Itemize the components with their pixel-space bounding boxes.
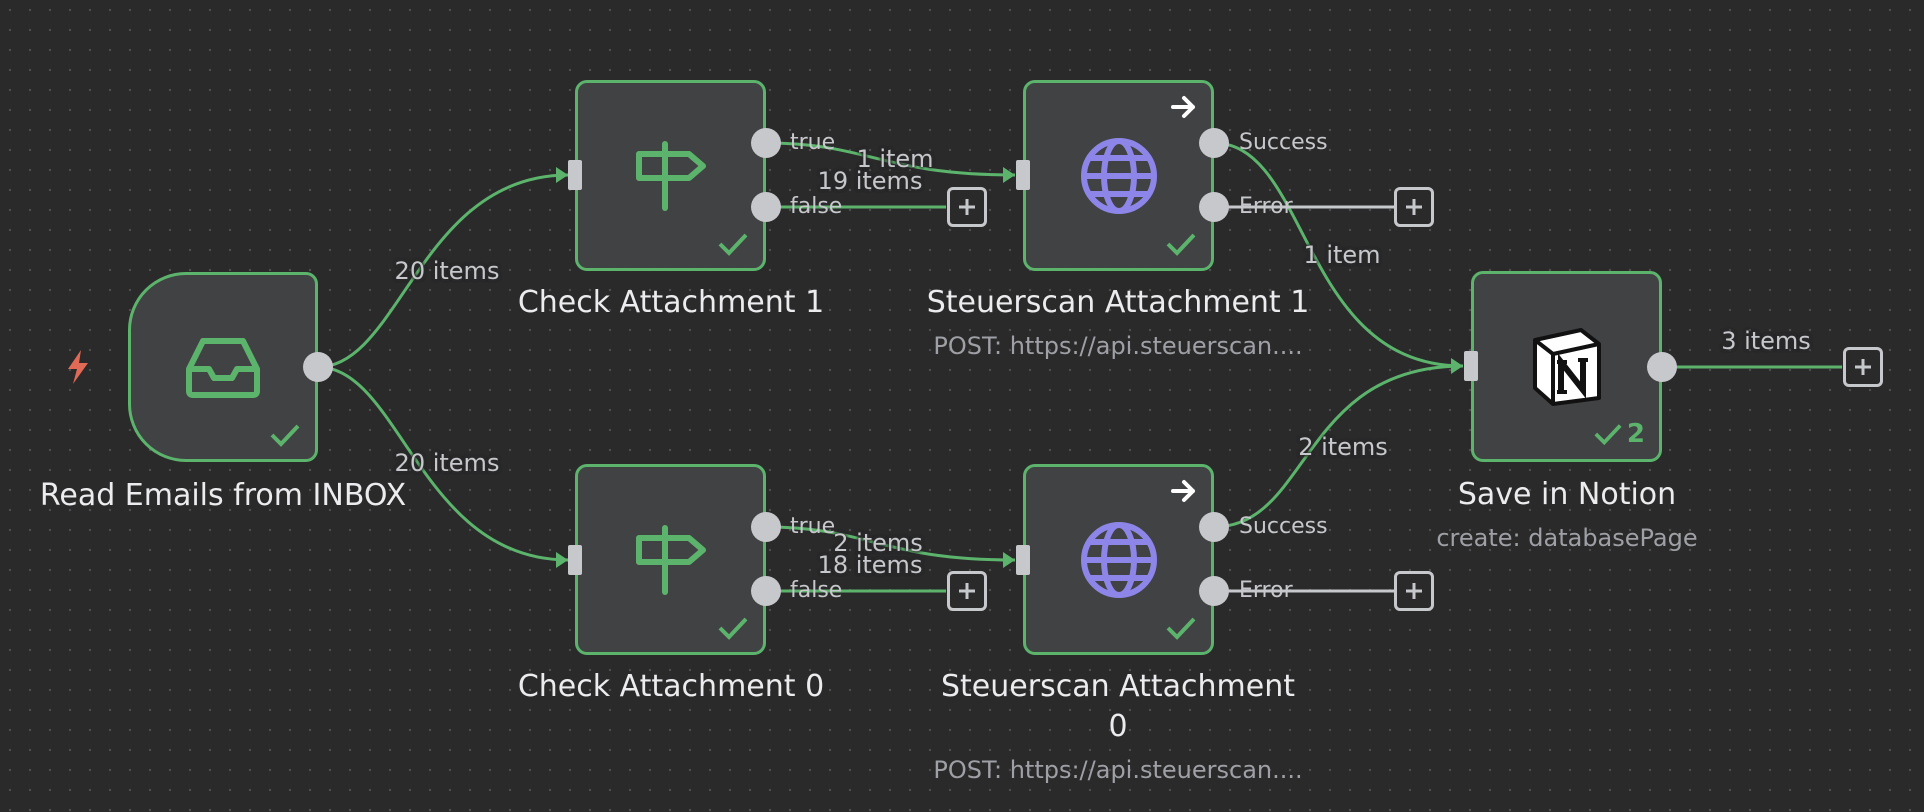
- edge-label: 20 items: [394, 449, 500, 477]
- edge-label: 2 items: [1298, 433, 1388, 461]
- input-handle[interactable]: [1464, 351, 1478, 381]
- plus-icon: [1855, 359, 1871, 375]
- arrow-right-icon: [1171, 96, 1195, 118]
- output-handle-true[interactable]: [751, 512, 781, 542]
- success-check-icon: [270, 424, 300, 447]
- node-subtitle: create: databasePage: [1436, 524, 1698, 552]
- edge-emails-to-check1: [317, 173, 569, 369]
- success-check-icon: [1594, 424, 1622, 446]
- output-handle[interactable]: [303, 352, 333, 382]
- plus-icon: [959, 583, 975, 599]
- node-title: Steuerscan Attachment 0: [941, 669, 1295, 744]
- signpost-icon: [635, 524, 706, 595]
- inbox-icon: [186, 338, 260, 398]
- arrowhead: [556, 167, 568, 183]
- node-save-in-notion[interactable]: 2: [1471, 271, 1662, 462]
- plus-icon: [1406, 583, 1422, 599]
- arrowhead: [1003, 167, 1015, 183]
- output-handle[interactable]: [1647, 352, 1677, 382]
- edge-label: 19 items: [817, 167, 923, 195]
- notion-icon: [1532, 327, 1601, 406]
- port-label-true: true: [790, 130, 836, 155]
- success-check-icon: [1166, 617, 1196, 640]
- add-node-button[interactable]: [1394, 187, 1434, 227]
- edge-label: 1 item: [856, 145, 934, 173]
- node-check-attachment-0[interactable]: [575, 464, 766, 655]
- globe-icon: [1080, 137, 1157, 214]
- output-handle-false[interactable]: [751, 192, 781, 222]
- run-count-badge: 2: [1593, 419, 1645, 449]
- signpost-icon: [635, 140, 706, 211]
- arrowhead: [556, 552, 568, 568]
- node-title: Save in Notion: [1457, 477, 1677, 512]
- globe-icon: [1080, 521, 1157, 598]
- edge-label: 20 items: [394, 257, 500, 285]
- node-title: Read Emails from INBOX: [39, 478, 407, 513]
- port-label-success: Success: [1239, 514, 1328, 539]
- node-title: Check Attachment 1: [517, 285, 825, 320]
- edge-label: 3 items: [1721, 327, 1811, 355]
- input-handle[interactable]: [1016, 545, 1030, 575]
- input-handle[interactable]: [568, 545, 582, 575]
- port-label-false: false: [790, 194, 843, 219]
- node-steuerscan-attachment-0[interactable]: [1023, 464, 1214, 655]
- arrow-right-icon: [1171, 480, 1195, 502]
- port-label-error: Error: [1239, 194, 1293, 219]
- node-subtitle: POST: https://api.steuerscan....: [933, 756, 1303, 784]
- node-subtitle: POST: https://api.steuerscan....: [933, 332, 1303, 360]
- node-title: Steuerscan Attachment 1: [926, 285, 1310, 320]
- success-check-icon: [718, 233, 748, 256]
- edge-check0-true: [765, 525, 1016, 562]
- success-check-icon: [718, 617, 748, 640]
- edge-emails-to-check0: [317, 365, 569, 562]
- trigger-bolt-icon: [68, 350, 88, 384]
- port-label-error: Error: [1239, 578, 1293, 603]
- arrowhead: [1003, 552, 1015, 568]
- edge-check1-true: [765, 141, 1016, 177]
- output-handle-false[interactable]: [751, 576, 781, 606]
- add-node-button[interactable]: [947, 187, 987, 227]
- edge-label: 18 items: [817, 551, 923, 579]
- edge-label: 1 item: [1303, 241, 1381, 269]
- node-read-emails[interactable]: [128, 272, 318, 462]
- output-handle-success[interactable]: [1199, 512, 1229, 542]
- input-handle[interactable]: [1016, 160, 1030, 190]
- add-node-button[interactable]: [1394, 571, 1434, 611]
- node-title: Check Attachment 0: [517, 669, 825, 704]
- success-check-icon: [1166, 233, 1196, 256]
- node-check-attachment-1[interactable]: [575, 80, 766, 271]
- arrowhead: [1451, 358, 1463, 374]
- plus-icon: [959, 199, 975, 215]
- run-count: 2: [1626, 419, 1645, 449]
- output-handle-success[interactable]: [1199, 128, 1229, 158]
- edge-scan1-success: [1213, 141, 1464, 368]
- add-node-button[interactable]: [1843, 347, 1883, 387]
- port-label-false: false: [790, 578, 843, 603]
- edge-label: 2 items: [833, 529, 923, 557]
- output-handle-error[interactable]: [1199, 192, 1229, 222]
- input-handle[interactable]: [568, 160, 582, 190]
- output-handle-error[interactable]: [1199, 576, 1229, 606]
- port-label-success: Success: [1239, 130, 1328, 155]
- plus-icon: [1406, 199, 1422, 215]
- node-steuerscan-attachment-1[interactable]: [1023, 80, 1214, 271]
- output-handle-true[interactable]: [751, 128, 781, 158]
- edge-scan0-success: [1213, 364, 1464, 529]
- port-label-true: true: [790, 514, 836, 539]
- add-node-button[interactable]: [947, 571, 987, 611]
